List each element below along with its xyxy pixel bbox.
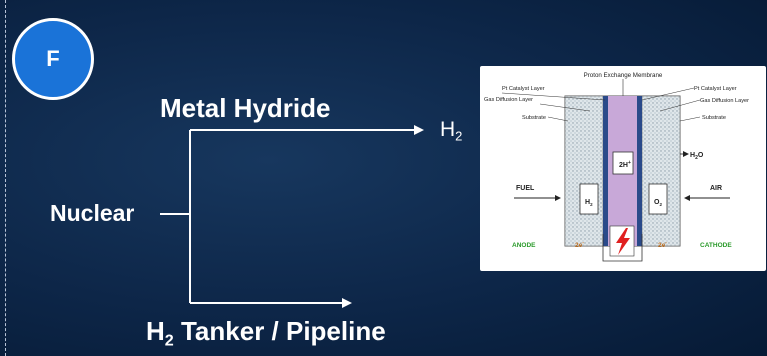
right-label-1: Pt Catalyst Layer: [694, 86, 737, 92]
left-label-2: Gas Diffusion Layer: [484, 97, 533, 103]
fuel-cell-diagram: Proton Exchange Membrane Pt Catalyst Lay…: [480, 66, 766, 271]
electron-left: 2e-: [575, 240, 584, 249]
cathode-label: CATHODE: [700, 242, 732, 249]
water-o: O: [698, 152, 704, 159]
hydrogen-symbol: H: [440, 118, 456, 141]
center-species-sup: +: [628, 160, 631, 166]
right-label-2: Gas Diffusion Layer: [700, 98, 749, 104]
tanker-sub: 2: [164, 331, 174, 350]
fuel-cell-svg: Proton Exchange Membrane Pt Catalyst Lay…: [484, 72, 749, 262]
hydrogen-label: H2: [440, 118, 462, 144]
right-gas: O2: [654, 199, 662, 207]
center-species-main: 2H: [619, 162, 628, 169]
badge-letter: F: [46, 46, 60, 71]
electron-left-text: 2e: [575, 242, 583, 249]
right-gas-o: O: [654, 199, 660, 206]
left-gas-h: H: [585, 199, 590, 206]
electron-right: 2e-: [658, 240, 667, 249]
dashed-border: [5, 0, 7, 356]
left-gas: H2: [585, 199, 593, 207]
tanker-pipeline-label: H2 Tanker / Pipeline: [146, 316, 386, 351]
left-label-1: Pt Catalyst Layer: [502, 86, 545, 92]
anode-label: ANODE: [512, 242, 536, 249]
metal-hydride-label: Metal Hydride: [160, 93, 331, 123]
water-label: H2O: [690, 152, 704, 161]
electron-left-sup: -: [582, 240, 584, 246]
membrane-label: Proton Exchange Membrane: [584, 72, 663, 79]
air-label: AIR: [710, 185, 722, 192]
electron-right-text: 2e: [658, 242, 666, 249]
hydrogen-subscript: 2: [455, 128, 463, 144]
tanker-h: H: [146, 316, 165, 346]
water-h: H: [690, 152, 695, 159]
right-label-3: Substrate: [702, 115, 726, 121]
lightning-bolt-icon: [616, 228, 630, 255]
source-label: Nuclear: [50, 200, 135, 226]
center-species: 2H+: [619, 160, 631, 169]
fuel-label: FUEL: [516, 185, 535, 192]
tanker-rest: Tanker / Pipeline: [173, 316, 386, 346]
right-substrate: [641, 95, 681, 247]
left-gas-sub: 2: [590, 202, 593, 207]
section-badge: F: [12, 18, 94, 100]
electron-right-sup: -: [665, 240, 667, 246]
left-substrate: [564, 95, 604, 247]
left-label-3: Substrate: [522, 115, 546, 121]
water-sub: 2: [695, 155, 698, 161]
right-gas-sub: 2: [659, 202, 662, 207]
